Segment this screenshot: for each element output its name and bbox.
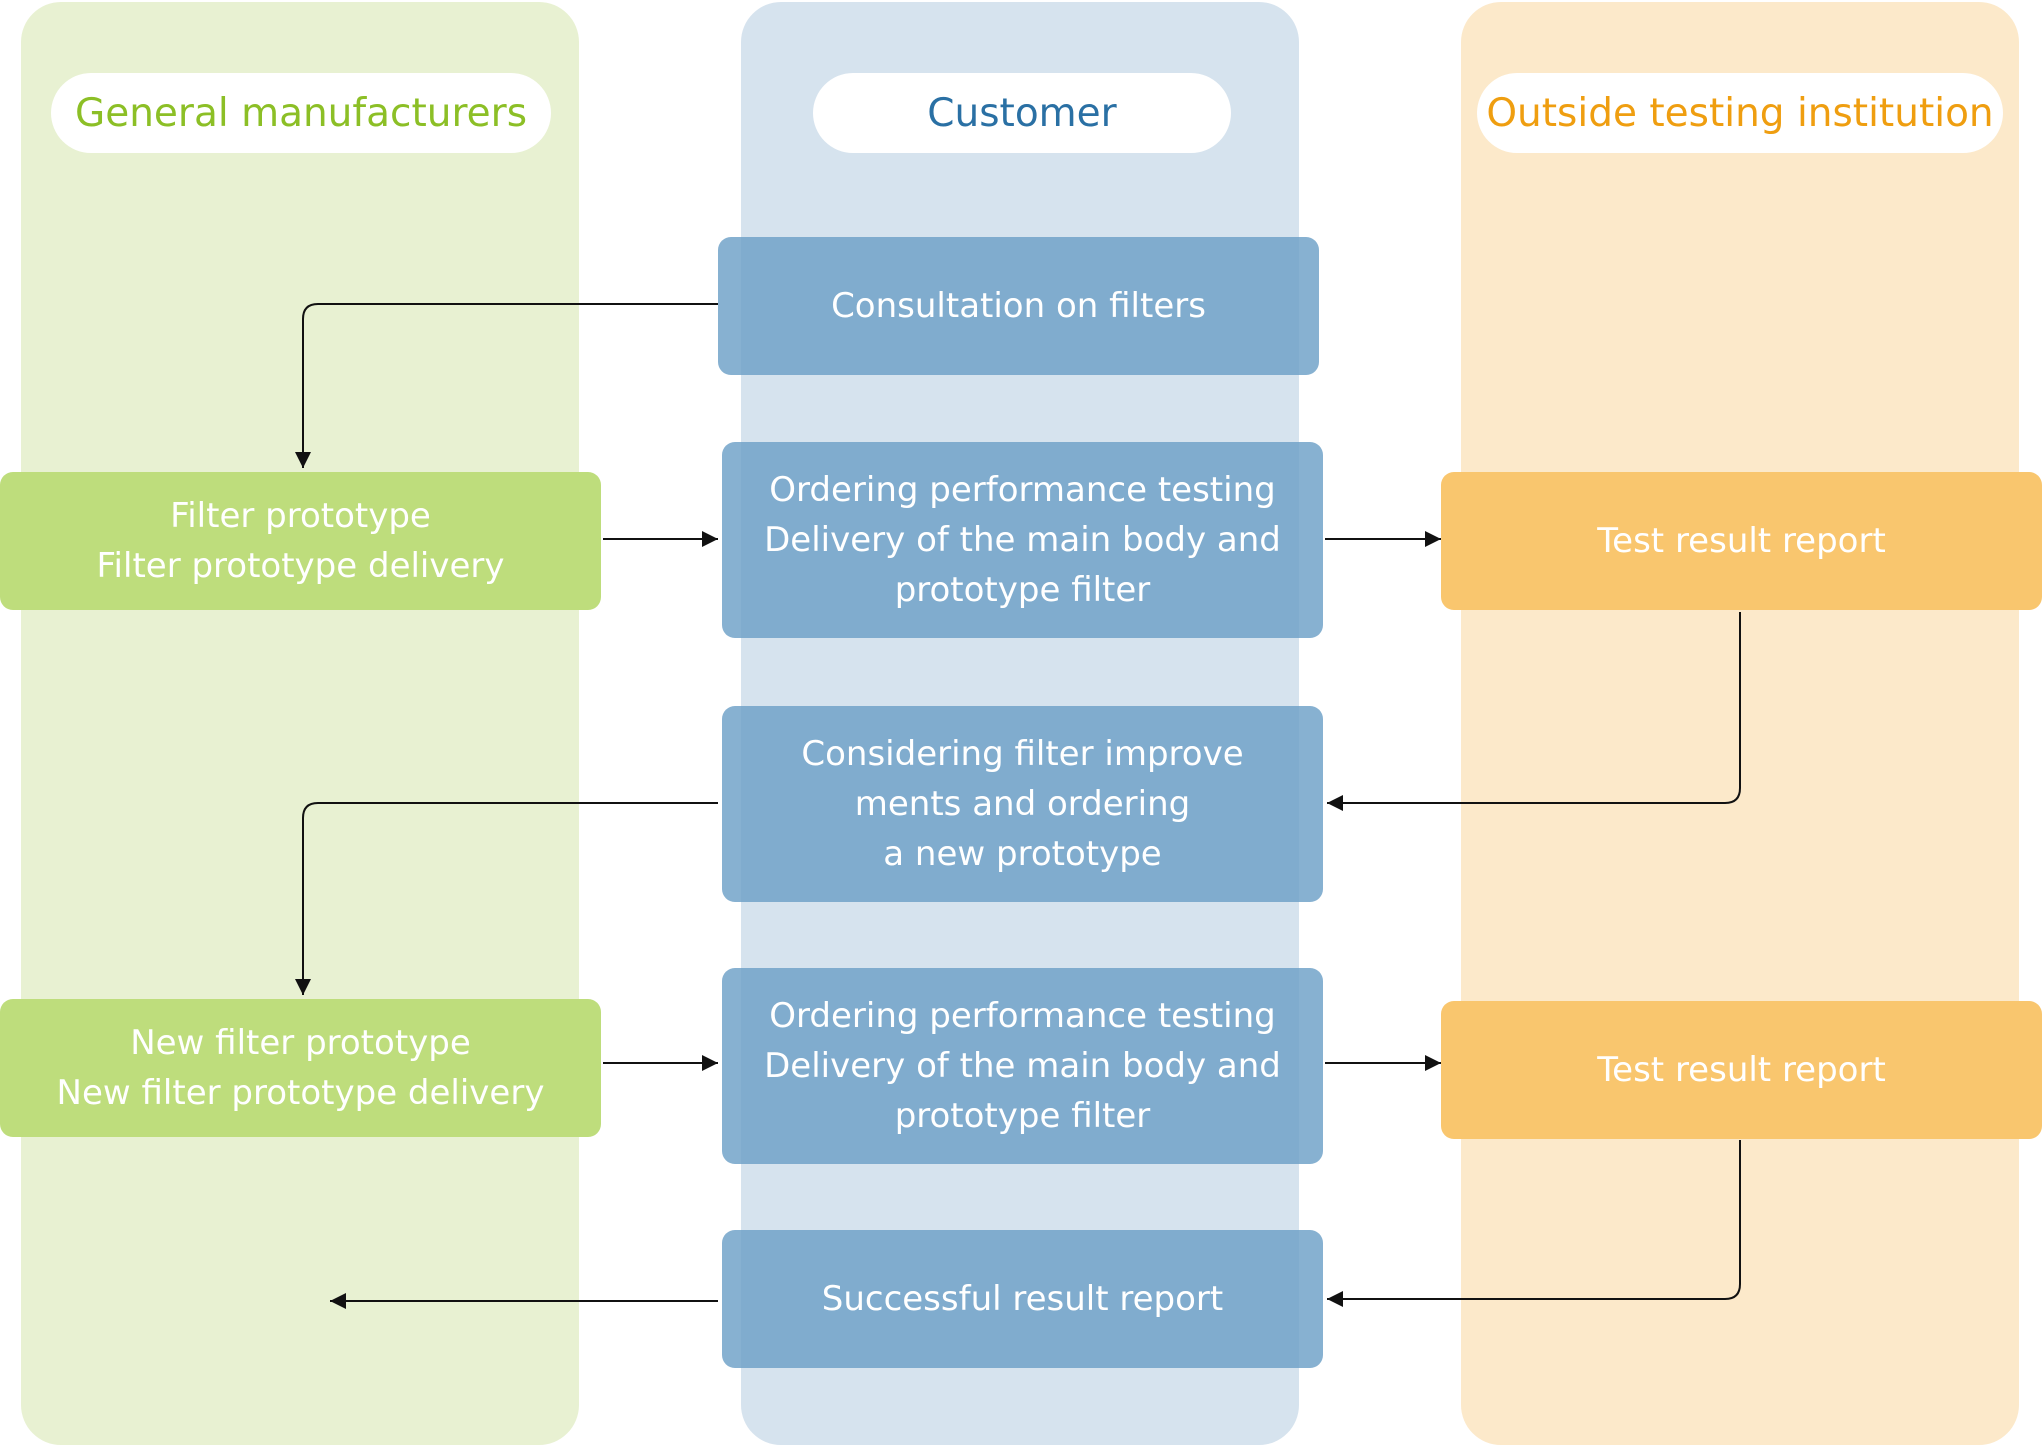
step-considering-improvements: Considering filter improve ments and ord… (722, 706, 1323, 902)
lane-general-manufacturers (21, 2, 579, 1445)
step-line: Test result report (1597, 1050, 1886, 1090)
step-line: New filter prototype delivery (56, 1073, 545, 1113)
step-line: Successful result report (821, 1279, 1224, 1319)
step-line: Ordering performance testing (769, 470, 1276, 510)
lane-title: Outside testing institution (1486, 90, 1994, 136)
step-line: Considering filter improve (801, 734, 1244, 774)
step-line: Filter prototype (170, 496, 431, 536)
arrow-report2-to-success (1327, 1140, 1741, 1307)
step-line: prototype filter (894, 1096, 1151, 1136)
step-line: a new prototype (883, 834, 1162, 874)
step-ordering-performance-testing-1: Ordering performance testing Delivery of… (722, 442, 1323, 638)
step-line: ments and ordering (854, 784, 1191, 824)
step-test-result-report-2: Test result report (1441, 1001, 2042, 1139)
step-line: prototype filter (894, 570, 1151, 610)
step-line: Delivery of the main body and (764, 1046, 1281, 1086)
step-line: Test result report (1597, 521, 1886, 561)
lane-title: General manufacturers (74, 90, 528, 136)
step-line: Consultation on filters (831, 286, 1206, 326)
lane-title: Customer (927, 90, 1117, 136)
step-ordering-performance-testing-2: Ordering performance testing Delivery of… (722, 968, 1323, 1164)
step-line: Ordering performance testing (769, 996, 1276, 1036)
lane-header-customer: Customer (813, 73, 1231, 153)
step-test-result-report-1: Test result report (1441, 472, 2042, 610)
arrow-consider-to-proto2 (295, 802, 718, 995)
step-line: New filter prototype (130, 1023, 471, 1063)
lane-header-general-manufacturers: General manufacturers (51, 73, 551, 153)
step-consultation-on-filters: Consultation on filters (718, 237, 1319, 375)
step-filter-prototype: Filter prototype Filter prototype delive… (0, 472, 601, 610)
arrow-report1-to-consider (1327, 612, 1741, 811)
step-new-filter-prototype: New filter prototype New filter prototyp… (0, 999, 601, 1137)
step-line: Filter prototype delivery (96, 546, 505, 586)
step-line: Delivery of the main body and (764, 520, 1281, 560)
step-successful-result-report: Successful result report (722, 1230, 1323, 1368)
arrow-consult-to-proto1 (295, 303, 718, 468)
lane-header-outside-testing-institution: Outside testing institution (1477, 73, 2003, 153)
